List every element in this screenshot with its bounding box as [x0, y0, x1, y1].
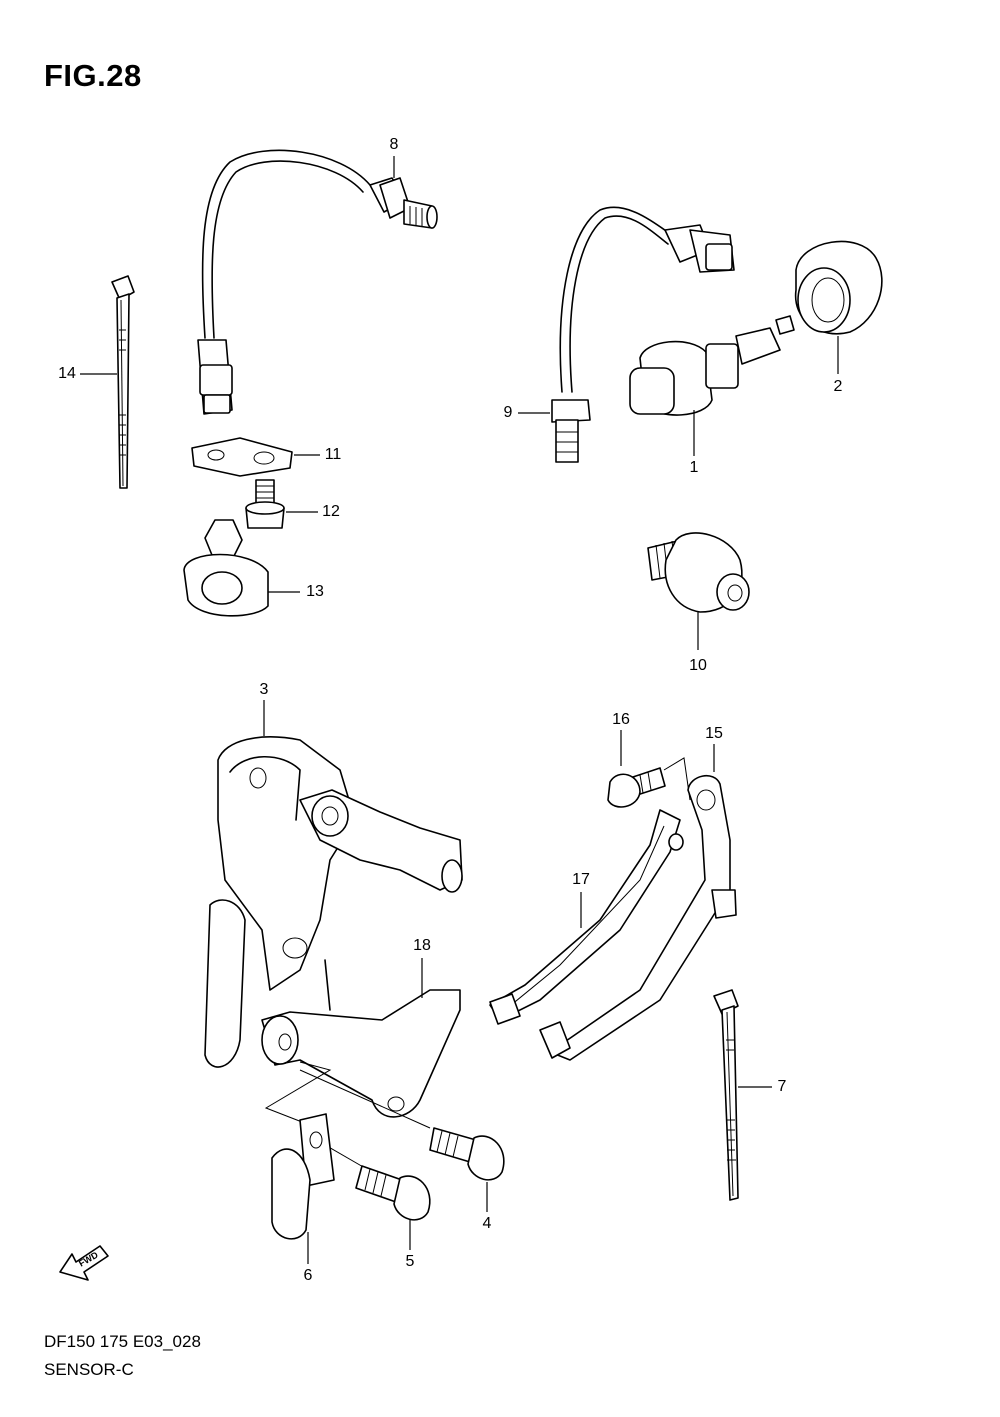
- callout-17: 17: [572, 871, 590, 888]
- section-name: SENSOR-C: [44, 1360, 134, 1379]
- callout-11: 11: [324, 446, 342, 463]
- part-12-bolt: [245, 479, 318, 529]
- part-15-stay: [539, 744, 737, 1061]
- part-5-bolt: [355, 1165, 431, 1250]
- part-3-bracket-assembly: [204, 700, 463, 1068]
- part-1-sensor: [629, 315, 795, 456]
- part-11-plate: [191, 437, 320, 477]
- part-16-bolt: [607, 730, 691, 808]
- callout-2: 2: [833, 378, 843, 395]
- callout-15: 15: [705, 725, 723, 742]
- callout-7: 7: [777, 1078, 787, 1095]
- part-17-holder: [489, 809, 684, 1025]
- part-18-bracket: [261, 958, 461, 1118]
- part-2-grommet: [794, 240, 883, 374]
- callout-12: 12: [322, 503, 340, 520]
- part-8-sensor-lead: [197, 149, 438, 415]
- part-10-sensor-plug: [647, 532, 750, 650]
- callout-5: 5: [405, 1253, 415, 1270]
- callout-1: 1: [689, 459, 699, 476]
- part-14-cable-tie: [80, 275, 135, 489]
- callout-6: 6: [303, 1267, 313, 1284]
- callout-16: 16: [612, 711, 630, 728]
- callout-9: 9: [503, 404, 513, 421]
- callout-18: 18: [413, 937, 431, 954]
- callout-10: 10: [689, 657, 707, 674]
- callout-4: 4: [482, 1215, 492, 1232]
- part-6-clamp: [271, 1113, 335, 1264]
- part-4-bolt: [429, 1127, 505, 1212]
- figure-title: FIG.28: [44, 58, 142, 93]
- callout-13: 13: [306, 583, 324, 600]
- model-code: DF150 175 E03_028: [44, 1332, 201, 1351]
- fwd-arrow-icon: FWD: [59, 1245, 109, 1281]
- part-9-sensor-lead: [518, 206, 735, 463]
- callout-8: 8: [389, 136, 399, 153]
- part-7-cable-tie: [713, 989, 772, 1201]
- callout-14: 14: [58, 365, 76, 382]
- part-13-clamp: [183, 519, 300, 617]
- callout-3: 3: [259, 681, 269, 698]
